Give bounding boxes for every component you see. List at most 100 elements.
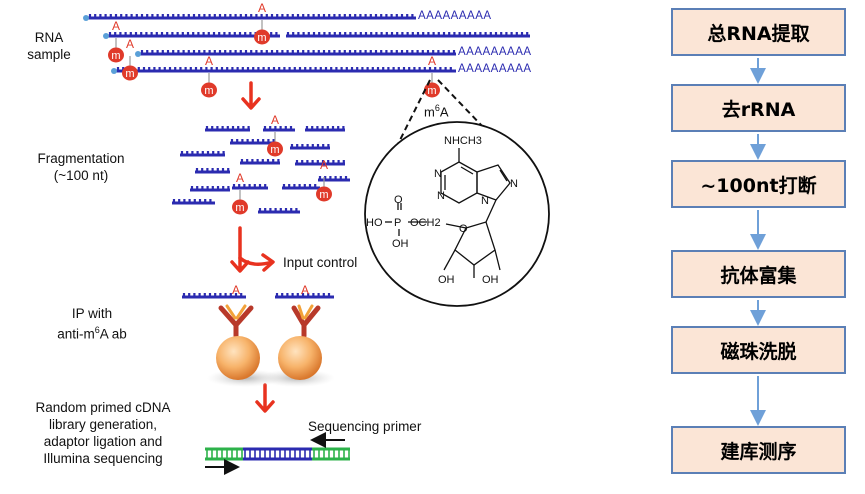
fragment-m6a-3: Am bbox=[316, 158, 332, 202]
m6a-site-4: Am bbox=[201, 54, 217, 98]
rna-fragment-2 bbox=[263, 126, 295, 132]
n-atom-4: N bbox=[434, 168, 442, 180]
rna-fragment-11 bbox=[232, 184, 268, 190]
fragment-m6a-1: Am bbox=[267, 113, 283, 157]
och2-label: OCH2 bbox=[410, 217, 441, 229]
magnetic-bead-1 bbox=[216, 336, 260, 380]
rna-fragment-9 bbox=[295, 160, 345, 166]
rna-fragment-14 bbox=[258, 208, 300, 214]
rna-strand-2b bbox=[286, 32, 530, 38]
methyl-circle bbox=[122, 65, 138, 81]
rna-fragment-7 bbox=[195, 168, 230, 174]
rna-fragment-5 bbox=[230, 139, 275, 145]
rna-fragment-12 bbox=[282, 184, 320, 190]
m-letter: m bbox=[235, 202, 244, 214]
polya-tail-1: AAAAAAAAA bbox=[418, 10, 492, 22]
ip-fragment-2 bbox=[275, 293, 334, 299]
m6a-site-2: Am bbox=[108, 19, 124, 63]
antibody-1 bbox=[216, 304, 260, 380]
ip-antibody-label: IP with anti-m6A ab bbox=[57, 306, 127, 342]
arrow-down-3 bbox=[255, 383, 275, 413]
rna-strand-1 bbox=[83, 14, 416, 21]
a-letter: A bbox=[112, 19, 120, 33]
input-control-label: Input control bbox=[283, 255, 358, 270]
flow-step-library-sequencing: 建库测序 bbox=[671, 426, 846, 474]
m6a-site-1: Am bbox=[254, 1, 270, 45]
ip-enrichment bbox=[207, 304, 335, 387]
adaptor-right bbox=[312, 447, 350, 461]
methyl-circle bbox=[201, 82, 217, 98]
rna-fragment-1 bbox=[205, 126, 250, 132]
flow-step-bead-elution: 磁珠洗脱 bbox=[671, 326, 846, 374]
rna-strand-4 bbox=[111, 67, 456, 74]
methyl-circle bbox=[316, 186, 332, 202]
methyl-circle bbox=[232, 199, 248, 215]
p-atom: P bbox=[394, 217, 402, 229]
ip-m6a-1: A bbox=[232, 283, 240, 297]
m6a-structure bbox=[385, 148, 511, 278]
methyl-circle bbox=[267, 141, 283, 157]
flow-step-total-rna: 总RNA提取 bbox=[671, 8, 846, 56]
m6a-callout-label: m6A bbox=[424, 103, 449, 120]
a-letter: A bbox=[258, 1, 266, 15]
antibody-2 bbox=[278, 304, 322, 380]
structure-circle bbox=[364, 121, 550, 307]
rna-fragment-15 bbox=[318, 176, 350, 182]
adaptor-left bbox=[205, 447, 243, 461]
m-letter: m bbox=[125, 68, 134, 80]
oh-phosphate: OH bbox=[392, 238, 409, 250]
m6a-site-5: Am bbox=[424, 54, 440, 98]
sequencing-primer-label: Sequencing primer bbox=[308, 419, 422, 434]
zoom-callout bbox=[364, 79, 550, 307]
magnetic-bead-2 bbox=[278, 336, 322, 380]
a-letter: A bbox=[271, 113, 279, 127]
rna-sample-label: RNA sample bbox=[27, 30, 71, 62]
oh-2prime: OH bbox=[438, 274, 455, 286]
arrow-input-control bbox=[238, 253, 275, 272]
methyl-circle bbox=[254, 29, 270, 45]
rna-fragment-13 bbox=[172, 199, 215, 205]
m-letter: m bbox=[427, 85, 436, 97]
n-atom-1: N bbox=[437, 190, 445, 202]
oh-3prime: OH bbox=[482, 274, 499, 286]
rna-strand-3 bbox=[135, 50, 456, 57]
rna-fragment-6 bbox=[290, 144, 330, 150]
sequencing-library bbox=[205, 432, 350, 475]
rna-5prime-cap bbox=[83, 15, 89, 21]
process-arrows bbox=[230, 81, 275, 413]
a-letter: A bbox=[320, 158, 328, 172]
rna-5prime-cap bbox=[103, 33, 109, 39]
flow-step-rrna-removal: 去rRNA bbox=[671, 84, 846, 132]
rna-fragment-10 bbox=[190, 186, 230, 192]
rna-5prime-cap bbox=[135, 51, 141, 57]
flow-step-fragmentation: ~100nt打断 bbox=[671, 160, 846, 208]
cdna-insert bbox=[243, 447, 312, 461]
nhch3-label: NHCH3 bbox=[444, 135, 482, 147]
o-atom-top: O bbox=[394, 194, 403, 206]
polya-tail-3: AAAAAAAAA bbox=[458, 63, 532, 75]
ho-label: HO bbox=[366, 217, 383, 229]
rna-fragment-4 bbox=[180, 151, 225, 157]
rna-fragment-3 bbox=[305, 126, 345, 132]
m-letter: m bbox=[111, 50, 120, 62]
arrow-down-2 bbox=[230, 226, 250, 273]
m6a-site-3: Am bbox=[122, 37, 138, 81]
n-atom-2: N bbox=[481, 195, 489, 207]
m-letter: m bbox=[257, 32, 266, 44]
ip-fragment-1 bbox=[182, 293, 246, 299]
polya-tail-2: AAAAAAAAA bbox=[458, 46, 532, 58]
rna-5prime-cap bbox=[111, 68, 117, 74]
m-letter: m bbox=[319, 189, 328, 201]
a-letter: A bbox=[126, 37, 134, 51]
a-letter: A bbox=[236, 171, 244, 185]
fragmentation-label: Fragmentation (~100 nt) bbox=[37, 151, 125, 183]
ip-m6a-2: A bbox=[301, 283, 309, 297]
n-atom-3: N bbox=[510, 178, 518, 190]
library-label: Random primed cDNA library generation, a… bbox=[35, 400, 171, 466]
methyl-circle bbox=[108, 47, 124, 63]
a-letter: A bbox=[428, 54, 436, 68]
